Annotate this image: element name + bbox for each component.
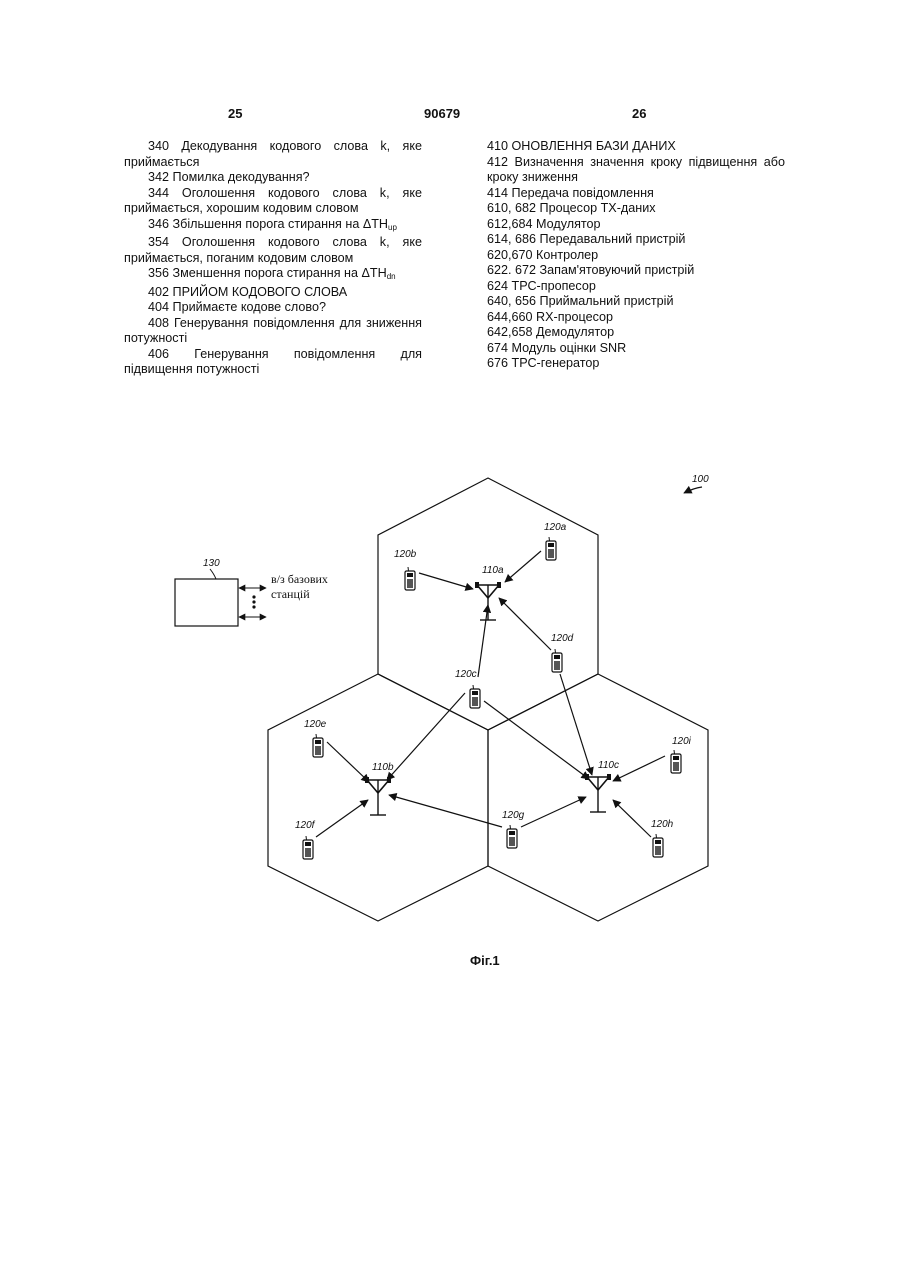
list-item: 640, 656 Приймальний пристрій (487, 294, 785, 310)
terminal-120i (671, 750, 681, 773)
controller-leader (210, 569, 216, 579)
terminal-120b (405, 567, 415, 590)
system-label-arrow (684, 487, 702, 493)
patent-number: 90679 (424, 106, 460, 121)
controller-text-line2: станцій (271, 587, 310, 601)
list-item: 612,684 Модулятор (487, 217, 785, 233)
list-item: 340 Декодування кодового слова k, яке пр… (124, 139, 422, 170)
list-item: 624 ТРС-пропесор (487, 279, 785, 295)
ellipsis-dot (252, 595, 255, 598)
base-station-110b (365, 777, 391, 815)
list-item: 620,670 Контролер (487, 248, 785, 264)
terminal-label-120a: 120a (544, 522, 567, 533)
base-station-label-110c: 110c (598, 760, 619, 771)
link-120e-110b (327, 742, 369, 782)
link-120f-110b (316, 800, 368, 837)
terminal-120a (546, 537, 556, 560)
network-diagram: 100 130 в/з базових станцій 110a 110b 11… (0, 440, 901, 980)
list-item: 676 ТРС-генератор (487, 356, 785, 372)
link-120h-110c (613, 800, 651, 837)
list-item: 406 Генерування повідомлення для підвище… (124, 347, 422, 378)
left-column: 340 Декодування кодового слова k, яке пр… (124, 139, 422, 378)
list-item: 410 ОНОВЛЕННЯ БАЗИ ДАНИХ (487, 139, 785, 155)
terminal-label-120h: 120h (651, 819, 674, 830)
link-120d-110c (560, 674, 592, 775)
entry-text: 356 Зменшення порога стирання на ΔTH (148, 266, 387, 280)
subscript: up (388, 223, 397, 232)
terminal-label-120c: 120c (455, 669, 477, 680)
list-item: 356 Зменшення порога стирання на ΔTHdn (124, 266, 422, 285)
list-item: 644,660 RX-процесор (487, 310, 785, 326)
ellipsis-dot (252, 605, 255, 608)
ellipsis-dot (252, 600, 255, 603)
list-item: 344 Оголошення кодового слова k, яке при… (124, 186, 422, 217)
base-station-label-110a: 110a (482, 565, 504, 576)
controller-text-line1: в/з базових (271, 572, 328, 586)
terminal-label-120d: 120d (551, 633, 574, 644)
terminal-120d (552, 649, 562, 672)
list-item: 342 Помилка декодування? (124, 170, 422, 186)
link-120a-110a (505, 551, 541, 582)
controller-label: 130 (203, 558, 220, 569)
list-item: 642,658 Демодулятор (487, 325, 785, 341)
list-item: 414 Передача повідомлення (487, 186, 785, 202)
list-item: 614, 686 Передавальний пристрій (487, 232, 785, 248)
list-item: 354 Оголошення кодового слова k, яке при… (124, 235, 422, 266)
list-item: 346 Збільшення порога стирання на ΔTHup (124, 217, 422, 236)
terminal-120e (313, 734, 323, 757)
terminal-120g (507, 825, 517, 848)
figure-caption: Фіг.1 (470, 953, 500, 968)
terminal-120f (303, 836, 313, 859)
terminal-label-120i: 120i (672, 736, 692, 747)
base-station-label-110b: 110b (372, 762, 394, 773)
left-page-number: 25 (228, 106, 242, 121)
list-item: 412 Визначення значення кроку підвищення… (487, 155, 785, 186)
base-station-110c (585, 774, 611, 812)
controller-box (175, 579, 238, 626)
system-label: 100 (692, 474, 709, 485)
link-120c-110c (484, 701, 589, 779)
list-item: 404 Приймаєте кодове слово? (124, 300, 422, 316)
terminal-120h (653, 834, 663, 857)
link-120d-110a (499, 598, 551, 650)
list-item: 402 ПРИЙОМ КОДОВОГО СЛОВА (124, 285, 422, 301)
right-page-number: 26 (632, 106, 646, 121)
terminal-label-120f: 120f (295, 820, 316, 831)
list-item: 674 Модуль оцінки SNR (487, 341, 785, 357)
link-120c-110b (387, 693, 465, 780)
terminal-label-120e: 120e (304, 719, 327, 730)
terminal-label-120b: 120b (394, 549, 417, 560)
subscript: dn (387, 272, 396, 281)
list-item: 408 Генерування повідомлення для зниженн… (124, 316, 422, 347)
link-120g-110b (389, 795, 502, 827)
link-120i-110c (613, 756, 665, 781)
terminal-120c (470, 685, 480, 708)
terminal-label-120g: 120g (502, 810, 525, 821)
link-120c-110a (478, 605, 488, 677)
link-120g-110c (521, 797, 586, 827)
entry-text: 346 Збільшення порога стирання на ΔTH (148, 217, 388, 231)
list-item: 622. 672 Запам'ятовуючий пристрій (487, 263, 785, 279)
base-station-110a (475, 582, 501, 620)
right-column: 410 ОНОВЛЕННЯ БАЗИ ДАНИХ 412 Визначення … (487, 139, 785, 372)
link-120b-110a (419, 573, 473, 589)
list-item: 610, 682 Процесор ТХ-даних (487, 201, 785, 217)
